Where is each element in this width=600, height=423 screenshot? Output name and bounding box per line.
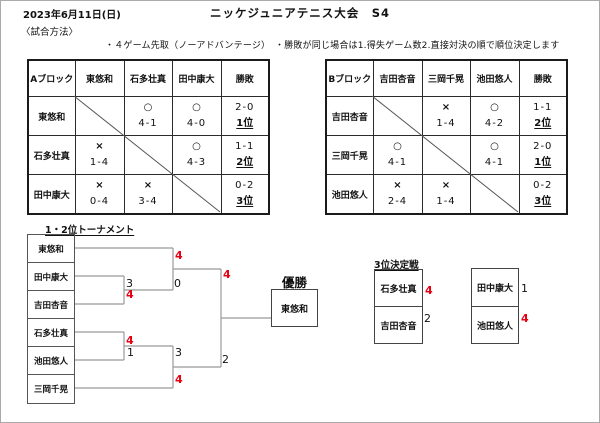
score-sf-bottom-winner: 4: [175, 373, 183, 386]
bracket-seed-column: 東悠和 田中康大 吉田杏音 石多壮真 池田悠人 三岡千晃: [27, 234, 75, 404]
self-cell: [469, 174, 520, 215]
third-place-label: 3位決定戦: [374, 260, 419, 271]
score-sf-top-winner: 4: [175, 249, 183, 262]
score-final-loser: 2: [222, 353, 229, 366]
bracket-seed: 池田悠人: [28, 347, 74, 375]
self-cell: [421, 135, 471, 175]
score-r1-bottom-loser: 1: [127, 346, 134, 359]
match-cell: ○4-1: [469, 135, 520, 175]
score-r1-top-loser: 3: [126, 277, 133, 290]
match-cell: ○4-2: [469, 96, 520, 136]
fifth-place-box: 田中康大 池田悠人: [471, 268, 519, 344]
row-player-name: 石多壮真: [27, 135, 76, 175]
fifth-place-player: 田中康大: [472, 269, 518, 307]
page-title: ニッケジュニアテニス大会 S4: [210, 6, 390, 20]
champion-name: 東悠和: [280, 304, 308, 315]
third-place-player: 石多壮真: [375, 270, 422, 307]
third-place-score-loser: 2: [424, 312, 431, 325]
bracket-seed: 石多壮真: [28, 319, 74, 347]
match-cell: ○4-3: [171, 135, 222, 175]
fifth-place-player: 池田悠人: [476, 321, 513, 332]
result-col-header: 勝敗: [518, 59, 568, 97]
match-rules-text: ・４ゲーム先取（ノーアドバンテージ） ・勝敗が同じ場合は1.得失ゲーム数2.直接…: [105, 41, 560, 51]
champion-label: 優勝: [281, 275, 307, 290]
self-cell: [123, 135, 173, 175]
bracket-seed: 田中康大: [28, 263, 74, 291]
event-date: 2023年6月11日(日): [23, 10, 121, 21]
match-cell: ×3-4: [123, 174, 173, 215]
match-cell: ○4-1: [372, 135, 423, 175]
col-header: 三岡千晃: [421, 59, 471, 97]
col-header: 田中康大: [171, 59, 222, 97]
third-place-score-winner: 4: [425, 284, 433, 297]
self-cell: [74, 96, 125, 136]
third-place-box: 石多壮真 吉田杏音: [374, 269, 423, 344]
match-cell: ○4-0: [171, 96, 222, 136]
score-r1-bottom-winner: 4: [126, 334, 134, 347]
match-cell: ○4-1: [123, 96, 173, 136]
row-player-name: 東悠和: [27, 96, 76, 136]
match-cell: ×1-4: [74, 135, 125, 175]
self-cell: [372, 96, 423, 136]
bracket-seed: 東悠和: [28, 235, 74, 263]
fifth-place-score-winner: 4: [521, 312, 529, 325]
third-place-player: 吉田杏音: [380, 321, 417, 332]
bracket-seed: 三岡千晃: [33, 385, 68, 395]
block-b-table: Bブロック 吉田杏音 三岡千晃 池田悠人 勝敗 吉田杏音 ×1-4 ○4-2 1…: [325, 59, 568, 215]
score-r1-top-winner: 4: [126, 288, 134, 301]
score-sf-top-loser: 0: [174, 277, 181, 290]
col-header: 吉田杏音: [372, 59, 423, 97]
match-method-label: 〈試合方法〉: [21, 27, 79, 38]
col-header: 池田悠人: [469, 59, 520, 97]
row-player-name: 田中康大: [27, 174, 76, 215]
match-cell: ×0-4: [74, 174, 125, 215]
fifth-place-score-loser: 1: [521, 282, 528, 295]
bracket-seed: 吉田杏音: [28, 291, 74, 319]
block-a-label: Aブロック: [27, 59, 76, 97]
score-sf-bottom-loser: 3: [175, 346, 182, 359]
self-cell: [171, 174, 222, 215]
champion-box: 東悠和: [271, 289, 318, 327]
score-final-winner: 4: [223, 268, 231, 281]
row-player-name: 三岡千晃: [325, 135, 374, 175]
match-cell: ×2-4: [372, 174, 423, 215]
match-cell: ×1-4: [421, 174, 471, 215]
row-player-name: 吉田杏音: [325, 96, 374, 136]
block-a-table: Aブロック 東悠和 石多壮真 田中康大 勝敗 東悠和 ○4-1 ○4-0 2-0…: [27, 59, 270, 215]
bracket-lines: [75, 247, 271, 389]
col-header: 東悠和: [74, 59, 125, 97]
row-player-name: 池田悠人: [325, 174, 374, 215]
match-cell: ×1-4: [421, 96, 471, 136]
block-b-label: Bブロック: [325, 59, 374, 97]
result-col-header: 勝敗: [220, 59, 270, 97]
col-header: 石多壮真: [123, 59, 173, 97]
bracket-title: 1・2位トーナメント: [45, 225, 135, 236]
